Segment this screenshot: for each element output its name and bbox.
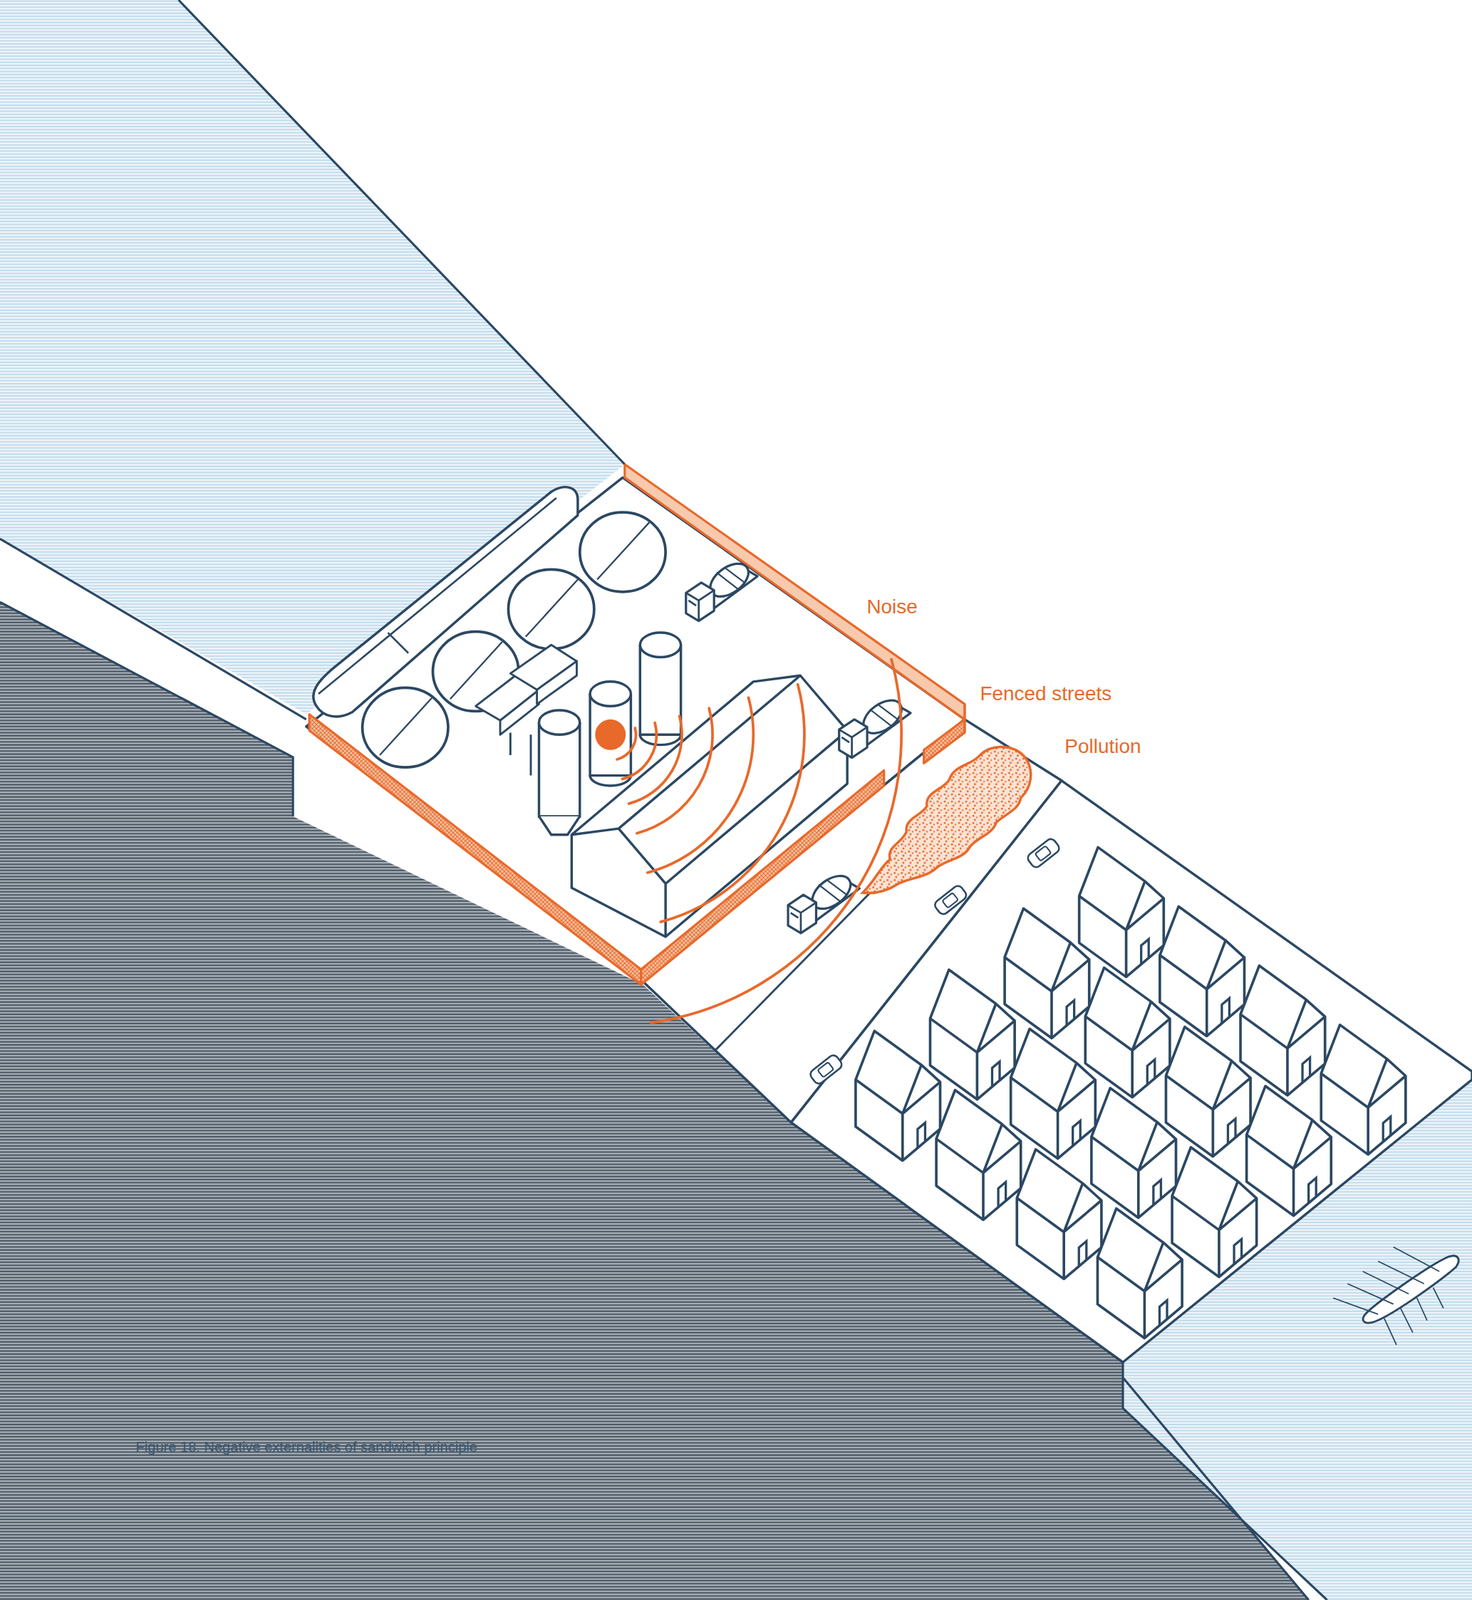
fenced-streets-label: Fenced streets [979, 681, 1112, 707]
car [1025, 837, 1061, 870]
canal-water [0, 0, 625, 715]
noise-waves [617, 659, 902, 1024]
section-cut [0, 602, 1309, 1600]
pollution-label: Pollution [1064, 734, 1141, 759]
fence [309, 464, 965, 986]
houses [855, 847, 1406, 1339]
car [808, 1053, 844, 1086]
noise-source [594, 719, 626, 751]
quay-edge [0, 0, 1328, 1600]
rowing-boat [1333, 1246, 1459, 1346]
car [933, 884, 969, 917]
storage-tanks [362, 512, 667, 768]
mixer-truck [686, 557, 758, 622]
noise-label: Noise [866, 594, 917, 620]
figure-caption: Figure 18. Negative externalities of san… [136, 1439, 478, 1457]
